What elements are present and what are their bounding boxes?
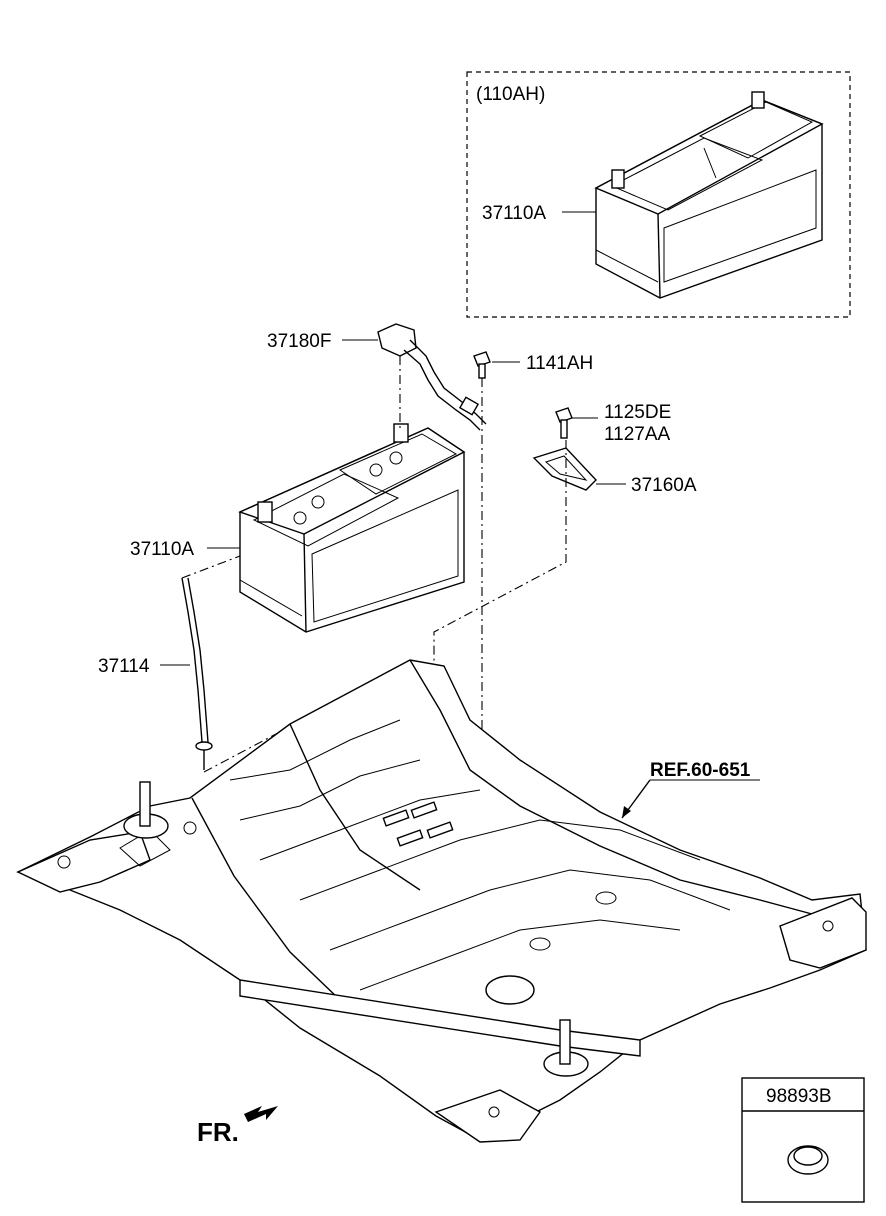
inset-battery-label: 37110A <box>482 203 546 224</box>
vent-hose-icon <box>181 577 213 770</box>
battery-icon <box>238 423 466 633</box>
clamp-icon <box>532 447 597 491</box>
front-arrow-icon <box>244 1106 278 1122</box>
inset-110ah: (110AH) 37110A <box>466 71 851 318</box>
front-indicator: FR. <box>197 1106 278 1147</box>
label-ref: REF.60-651 <box>650 760 751 781</box>
plug-box-frame <box>741 1077 865 1203</box>
battery-cable-icon <box>377 323 487 431</box>
plug-box-label: 98893B <box>766 1086 832 1107</box>
label-1141ah: 1141AH <box>526 353 593 374</box>
ref-arrowhead <box>622 806 631 818</box>
front-label: FR. <box>197 1117 239 1147</box>
bolt-1125de-icon <box>555 407 573 439</box>
label-37160a: 37160A <box>631 475 697 496</box>
label-37114: 37114 <box>98 656 150 677</box>
label-37180f: 37180F <box>267 331 331 352</box>
inset-caption: (110AH) <box>476 84 545 105</box>
plug-icon <box>787 1145 829 1175</box>
label-1127aa: 1127AA <box>604 424 671 445</box>
inset-battery-icon <box>594 91 824 299</box>
inset-frame <box>466 71 851 318</box>
part-labels: 37180F 1141AH 1125DE 1127AA 37160A 37110… <box>98 331 760 819</box>
label-1125de: 1125DE <box>604 402 671 423</box>
floor-panel-icon <box>16 659 867 1143</box>
bolt-1141ah-icon <box>473 351 491 379</box>
label-37110a: 37110A <box>130 539 194 560</box>
plug-box: 98893B <box>741 1077 865 1203</box>
